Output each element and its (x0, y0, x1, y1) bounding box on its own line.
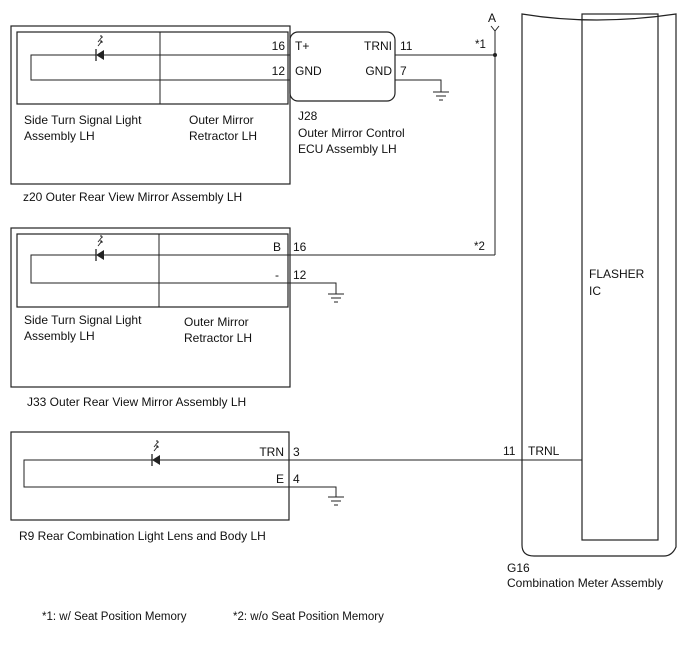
ecu-name-1: Outer Mirror Control (298, 126, 405, 140)
led-icon (151, 440, 160, 466)
pin-16: 16 (293, 240, 307, 254)
footnote-1: *1: w/ Seat Position Memory (42, 611, 187, 623)
led-icon (95, 35, 104, 61)
pin-3: 3 (293, 445, 300, 459)
retractor-label-2: Retractor LH (189, 129, 257, 143)
side-turn-light-label-1: Side Turn Signal Light (24, 113, 142, 127)
retractor-label-1: Outer Mirror (184, 315, 249, 329)
rear-r9-caption: R9 Rear Combination Light Lens and Body … (19, 529, 266, 543)
mirror-z20-caption: z20 Outer Rear View Mirror Assembly LH (23, 190, 242, 204)
ecu-pin-tplus: T+ (295, 39, 309, 53)
ecu-j28: T+ GND TRNI GND 11 7 J28 Outer Mirror Co… (289, 31, 413, 156)
connector-a-arrow (490, 25, 500, 32)
mirror-z20-outline (10, 25, 291, 185)
side-turn-light-label-2: Assembly LH (24, 129, 95, 143)
mirror-j33-caption: J33 Outer Rear View Mirror Assembly LH (27, 395, 246, 409)
mirror-assembly-z20: 16 12 Side Turn Signal Light Assembly LH… (10, 25, 291, 204)
rear-r9-return-wire (23, 459, 289, 488)
meter-terminal-trnl: TRNL (528, 444, 560, 458)
mirror-z20-inner (16, 31, 289, 105)
ecu-code: J28 (298, 109, 318, 123)
connector-a-label: A (488, 11, 496, 25)
mirror-j33-inner (16, 233, 289, 308)
mirror-j33-return-wire (30, 254, 290, 284)
mirror-assembly-j33: B - 16 12 Side Turn Signal Light Assembl… (10, 227, 307, 409)
ecu-pin-7: 7 (400, 64, 407, 78)
pin-12: 12 (272, 64, 286, 78)
retractor-label-1: Outer Mirror (189, 113, 254, 127)
meter-outline (521, 13, 677, 557)
terminal-dash: - (275, 268, 279, 282)
terminal-b: B (273, 240, 281, 254)
meter-pin-11: 11 (503, 444, 516, 458)
flasher-label-2: IC (589, 284, 601, 298)
side-turn-light-label-2: Assembly LH (24, 329, 95, 343)
ecu-name-2: ECU Assembly LH (298, 142, 397, 156)
ecu-j28-outline (289, 31, 396, 102)
pin-12: 12 (293, 268, 307, 282)
terminal-e: E (276, 472, 284, 486)
ecu-pin-gnd-right: GND (365, 64, 392, 78)
note-mark-1: *1 (475, 39, 486, 51)
mirror-z20-return-wire (30, 54, 290, 81)
ground-icon (328, 293, 344, 303)
combination-meter-g16: FLASHER IC 11 TRNL G16 Combination Meter… (503, 13, 677, 590)
wire-ecu-ground (395, 79, 442, 92)
retractor-label-2: Retractor LH (184, 331, 252, 345)
meter-code: G16 (507, 561, 530, 575)
note-mark-2: *2 (474, 241, 485, 253)
ecu-pin-11: 11 (400, 39, 413, 53)
terminal-trn: TRN (259, 445, 284, 459)
ground-icon (433, 91, 449, 101)
flasher-ic-box (581, 13, 659, 541)
mirror-j33-outline (10, 227, 291, 388)
wire-r9-ground (289, 486, 337, 497)
ecu-pin-trni: TRNI (364, 39, 392, 53)
wire-j33-ground (290, 282, 337, 294)
ecu-pin-gnd-left: GND (295, 64, 322, 78)
rear-r9-outline (10, 431, 290, 521)
pin-16: 16 (272, 39, 286, 53)
rear-light-r9: TRN E 3 4 R9 Rear Combination Light Lens… (10, 431, 300, 543)
meter-name: Combination Meter Assembly (507, 576, 663, 590)
pin-4: 4 (293, 472, 300, 486)
side-turn-light-label-1: Side Turn Signal Light (24, 313, 142, 327)
led-icon (95, 235, 104, 261)
ground-icon (328, 496, 344, 506)
footnote-2: *2: w/o Seat Position Memory (233, 611, 384, 623)
flasher-label-1: FLASHER (589, 267, 645, 281)
